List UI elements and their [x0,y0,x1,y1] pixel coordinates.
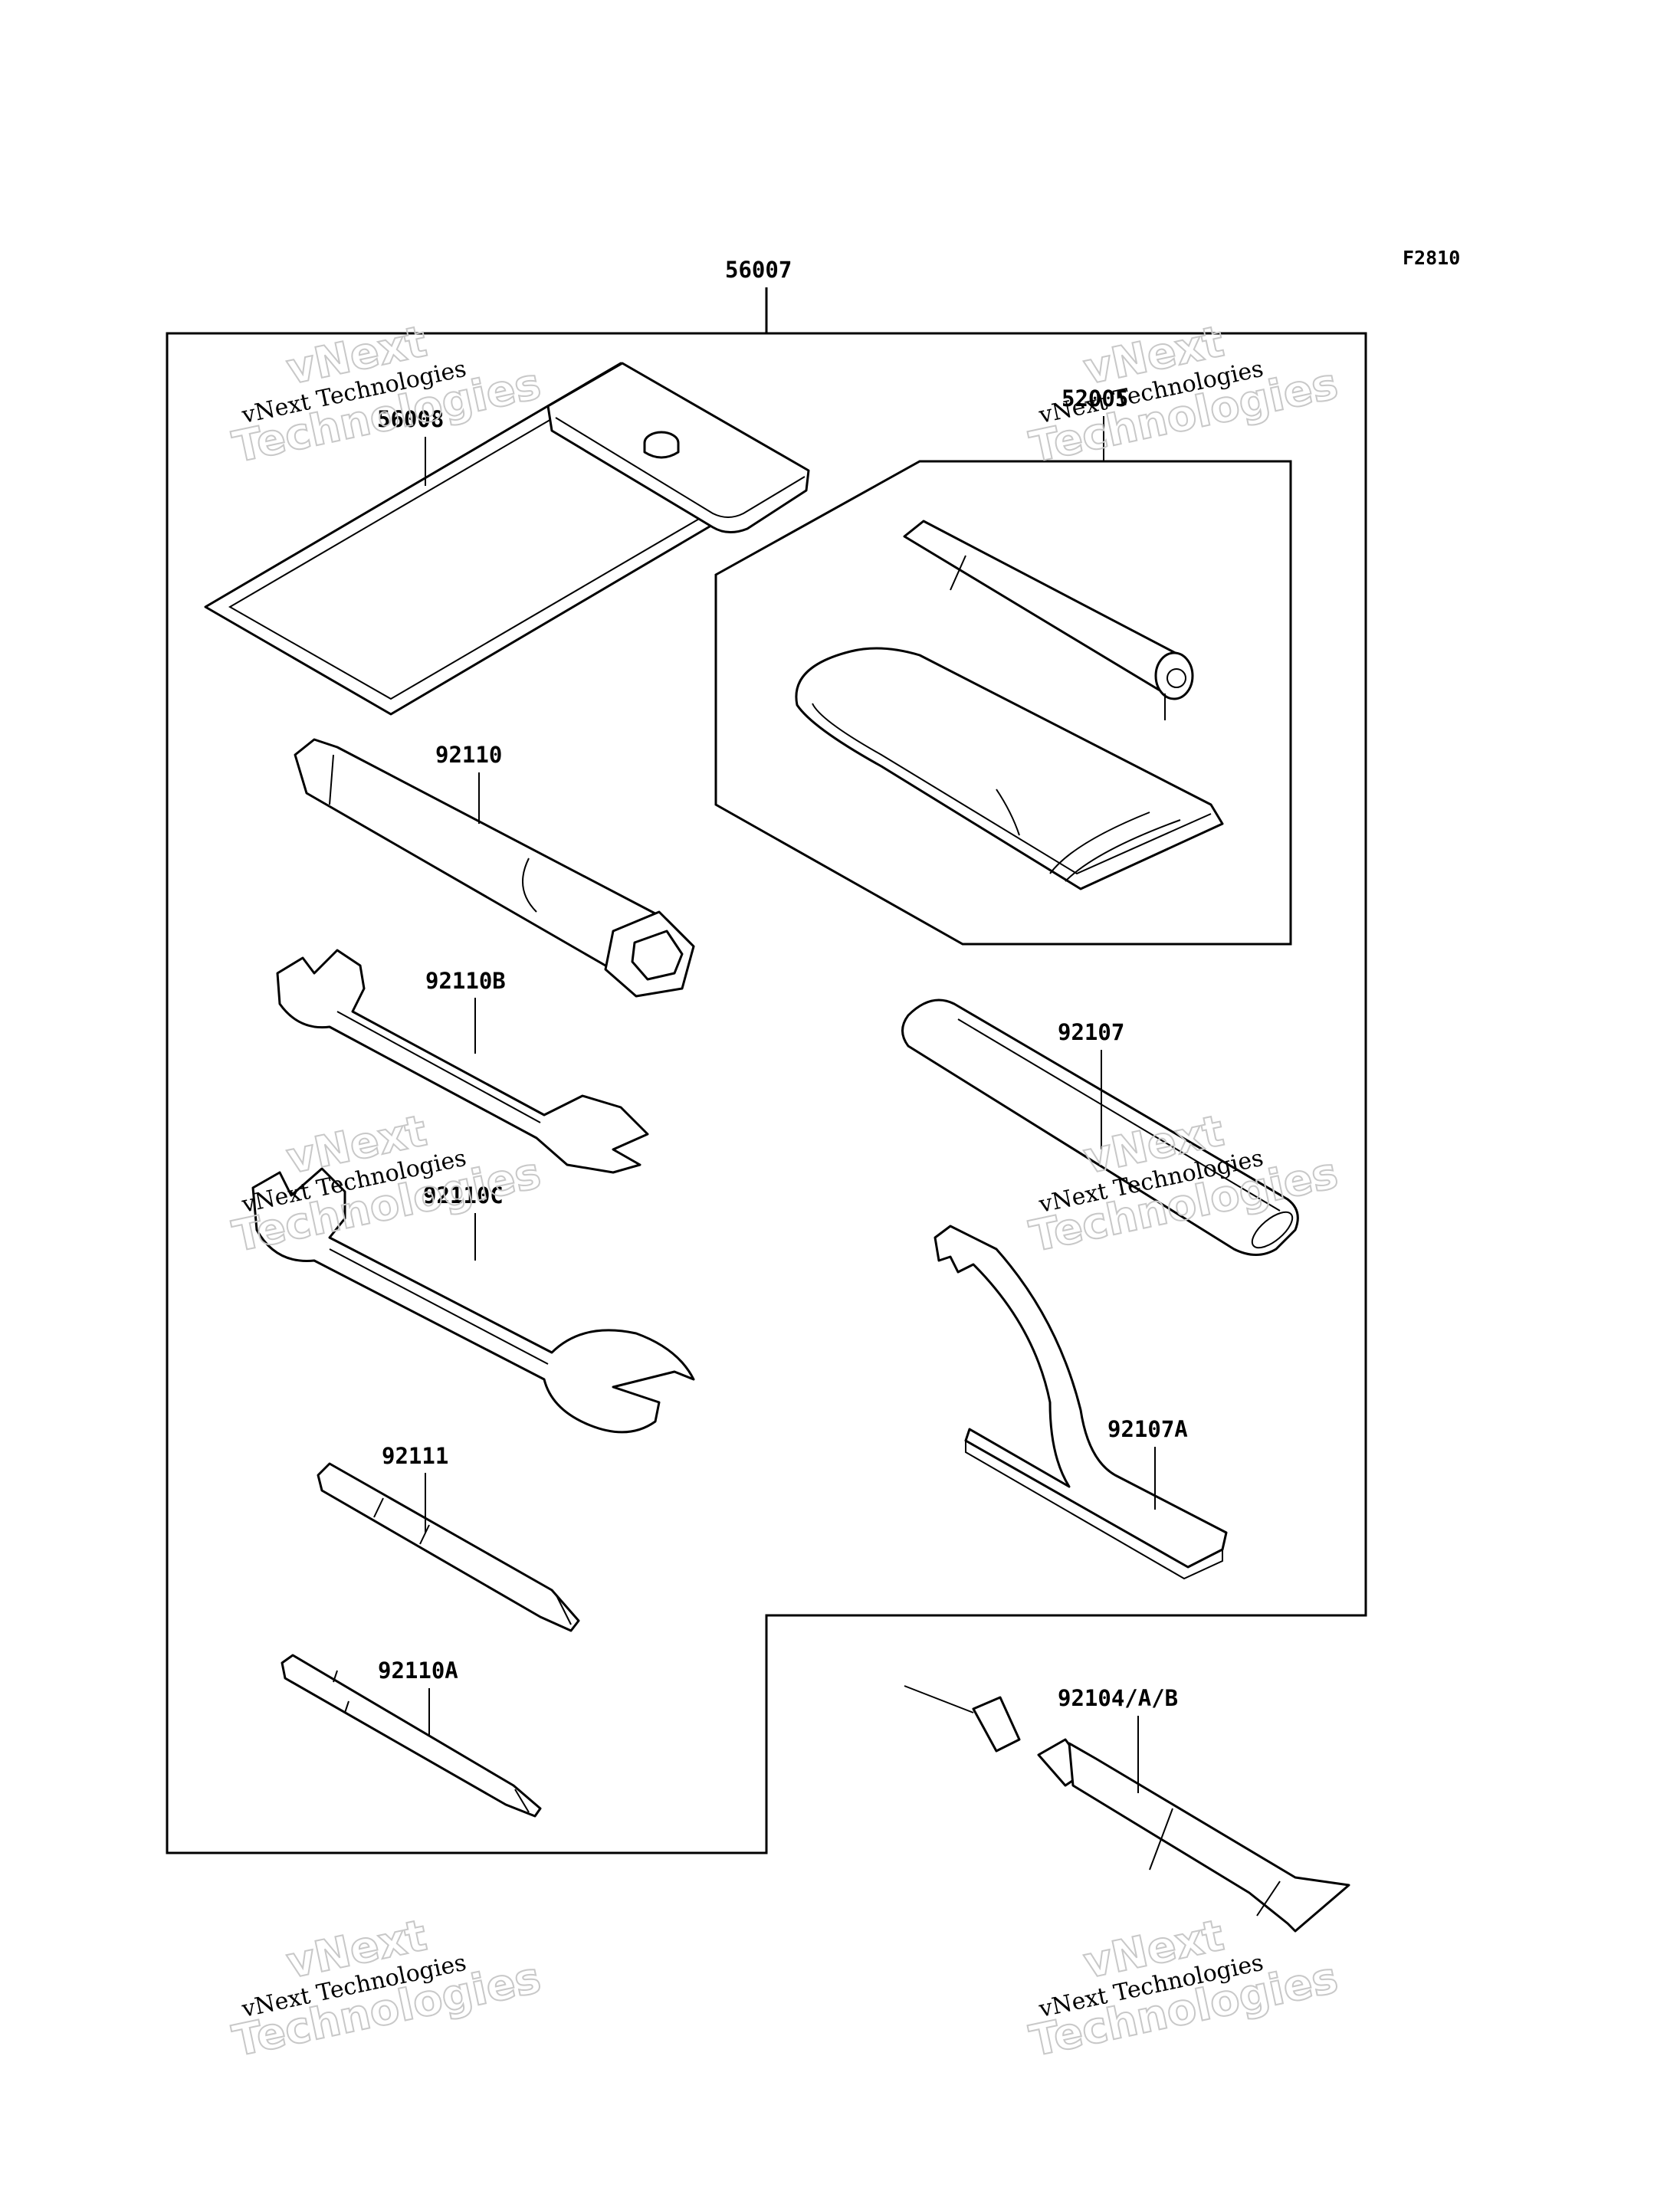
watermark-2: vNext vNext Technologies Technologies [1025,316,1343,474]
tire-repair-kit-drawing [795,520,1224,890]
label-92110A: 92107A [1107,1416,1188,1442]
label-92107: 92111 [382,1443,448,1469]
screwdriver-bit-drawing [317,1462,580,1632]
tool-bag-drawing [204,362,810,716]
screwdriver-bit-small-drawing [281,1654,542,1818]
label-52005: 52005 [1061,385,1128,412]
label-56008: 56008 [377,406,444,432]
hook-spanner-drawing [934,1225,1228,1580]
label-92110C: 92110C [423,1182,504,1208]
label-92110: 92110 [435,742,502,768]
assembly-label: 56007 [725,257,792,283]
label-92110B: 92110B [425,968,506,994]
kit-outline [714,460,1292,946]
handle-bar-drawing [901,998,1299,1256]
box-wrench-drawing [294,738,695,998]
label-92107A: 92110A [378,1658,458,1684]
watermark-5: vNext vNext Technologies Technologies [228,1910,546,2067]
grease-tube-drawing [904,1685,1350,1933]
label-92104: 92104/A/B [1058,1685,1178,1711]
assembly-outline [166,332,1367,1854]
open-end-wrench-large-drawing [251,1167,695,1434]
open-end-wrench-small-drawing [276,949,649,1174]
label-92111: 92107 [1058,1019,1124,1045]
figure-code: F2810 [1403,247,1460,269]
